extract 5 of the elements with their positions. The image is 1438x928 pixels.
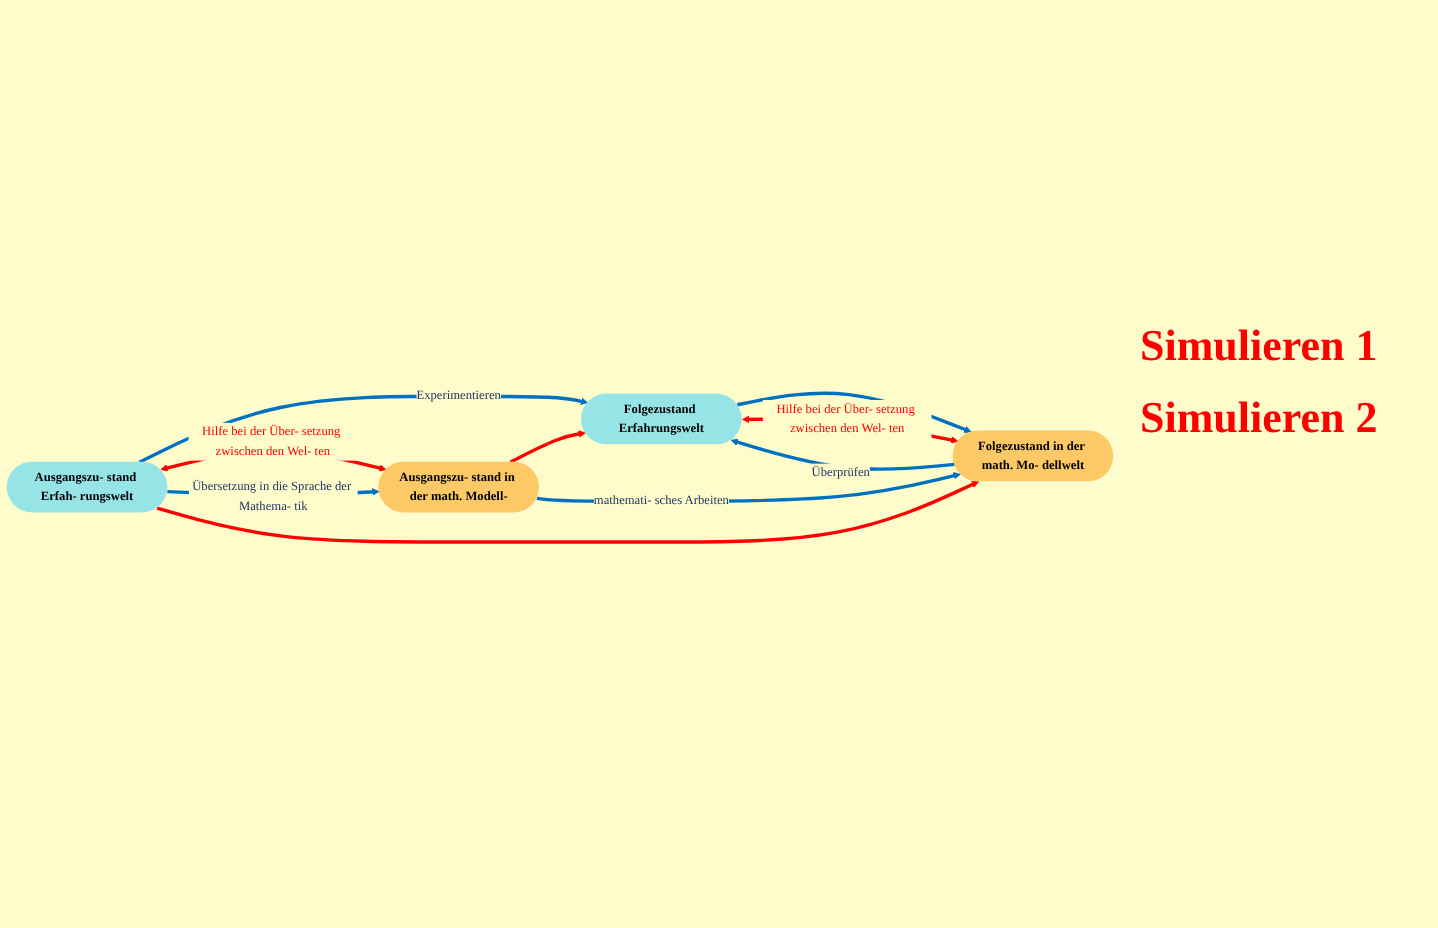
- arrow: [156, 480, 979, 544]
- arrow: [509, 429, 586, 464]
- text-label: Simulieren 1: [1140, 320, 1380, 372]
- text-label: Simulieren 2: [1140, 392, 1380, 444]
- arrow: [138, 394, 589, 464]
